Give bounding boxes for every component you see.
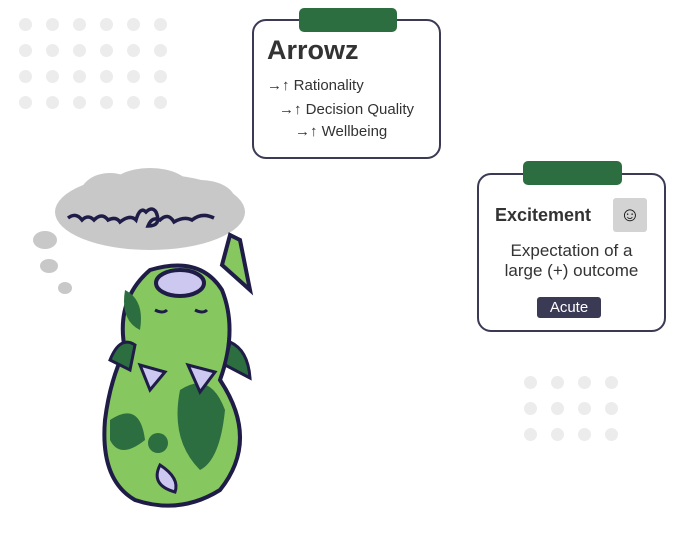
- dot: [154, 70, 167, 83]
- dot: [46, 18, 59, 31]
- card-title: Arrowz: [267, 35, 359, 65]
- dot: [100, 96, 113, 109]
- dot: [578, 428, 591, 441]
- dot: [605, 402, 618, 415]
- smiley-face-icon: ☺: [613, 198, 647, 232]
- arrow-line: →↑ Wellbeing: [295, 123, 388, 140]
- dot: [73, 70, 86, 83]
- dot: [127, 70, 140, 83]
- dot: [19, 96, 32, 109]
- dot: [46, 44, 59, 57]
- dot: [578, 376, 591, 389]
- dot: [100, 44, 113, 57]
- dot: [551, 376, 564, 389]
- dot: [19, 70, 32, 83]
- dot: [524, 428, 537, 441]
- dot: [19, 18, 32, 31]
- description-line: large (+) outcome: [504, 261, 639, 280]
- dot: [578, 402, 591, 415]
- dot: [127, 44, 140, 57]
- dot: [73, 96, 86, 109]
- dot: [19, 44, 32, 57]
- arrow-line: →↑ Rationality: [267, 77, 364, 94]
- dot: [73, 44, 86, 57]
- dot: [127, 96, 140, 109]
- acute-badge: Acute: [537, 297, 601, 318]
- card-tab: [299, 8, 397, 32]
- emotion-title: Excitement: [495, 205, 592, 225]
- dot: [154, 18, 167, 31]
- dot: [100, 70, 113, 83]
- dot: [154, 96, 167, 109]
- dot: [73, 18, 86, 31]
- card-tab: [523, 161, 622, 185]
- dot: [100, 18, 113, 31]
- dot: [127, 18, 140, 31]
- scribble: [66, 207, 215, 228]
- arrowz-card: Arrowz →↑ Rationality →↑ Decision Qualit…: [252, 8, 441, 159]
- raised-arm: [219, 232, 254, 296]
- dot: [605, 376, 618, 389]
- dot: [154, 44, 167, 57]
- dot: [551, 402, 564, 415]
- arrow-line: →↑ Decision Quality: [279, 101, 415, 118]
- thought-cloud: [33, 168, 245, 294]
- dot: [46, 96, 59, 109]
- dot: [605, 428, 618, 441]
- dot: [524, 376, 537, 389]
- dot: [46, 70, 59, 83]
- dot: [524, 402, 537, 415]
- description-line: Expectation of a: [510, 241, 633, 260]
- dot: [551, 428, 564, 441]
